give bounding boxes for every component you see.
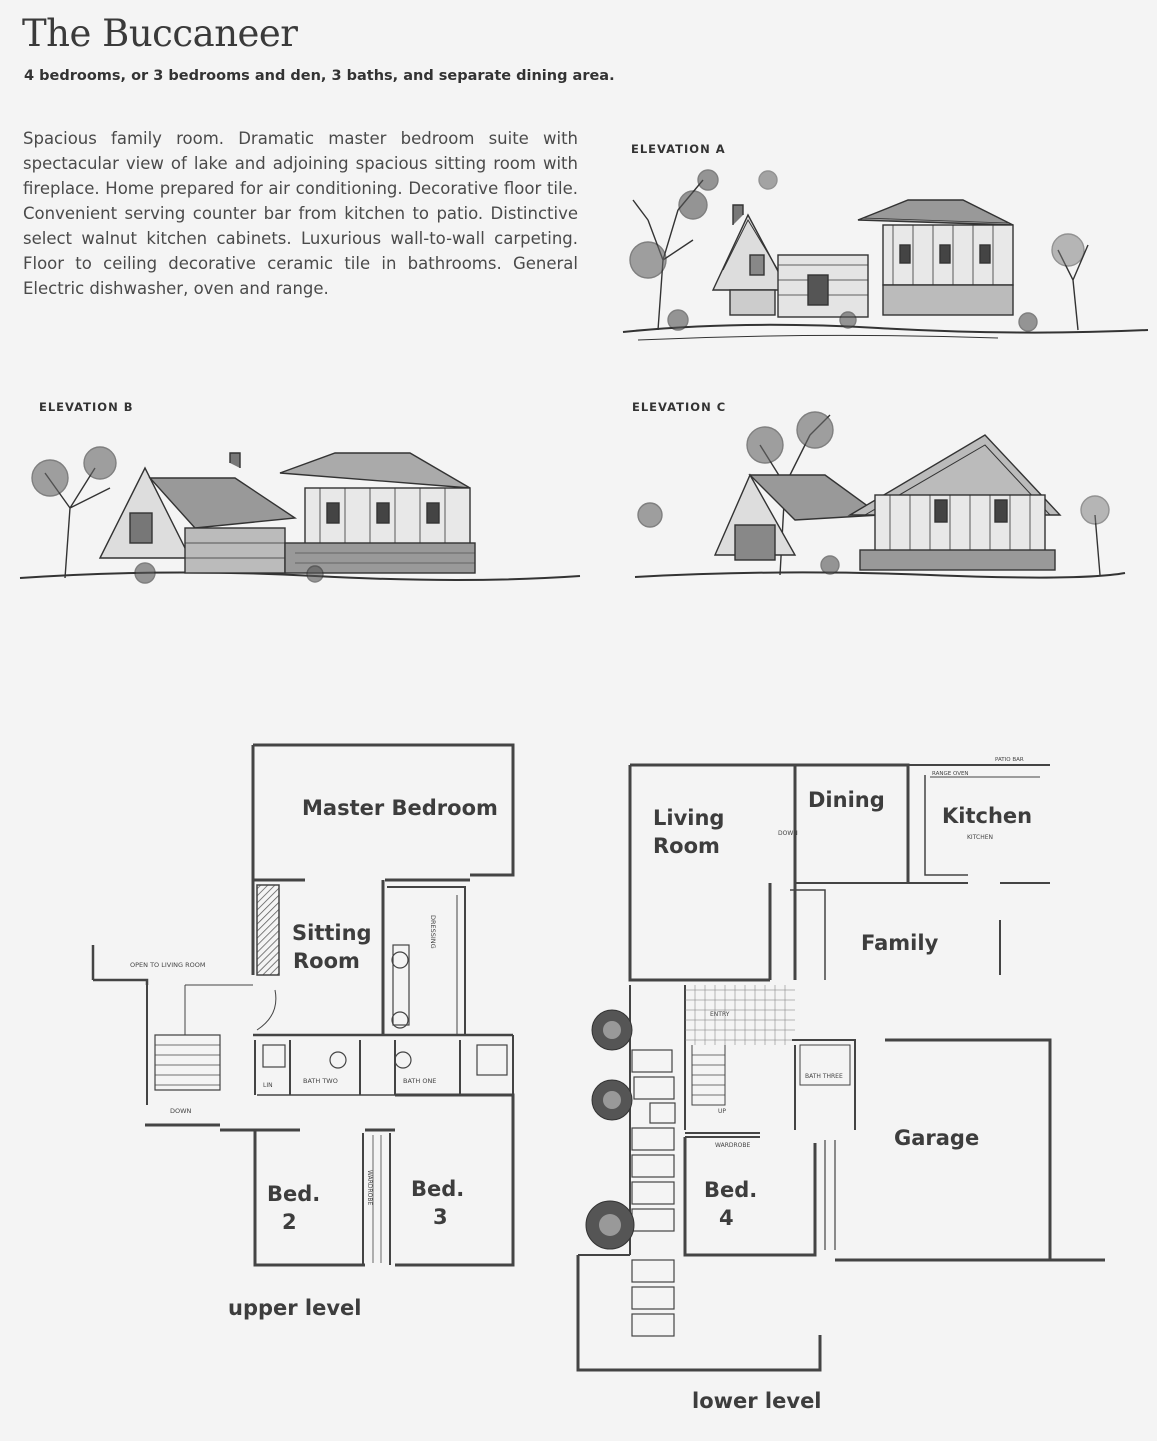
upper-down-label: DOWN xyxy=(170,1107,192,1115)
elevation-c-sketch xyxy=(634,411,1126,579)
kitchen-label: Kitchen xyxy=(942,804,1032,828)
bath-two-label: BATH TWO xyxy=(303,1077,338,1085)
lower-down-label: DOWN xyxy=(778,830,798,837)
elevation-b-sketch xyxy=(19,446,581,584)
patio-bar-label: PATIO BAR xyxy=(995,757,1024,763)
range-oven-label: RANGE OVEN xyxy=(932,771,969,777)
elevation-a-label: ELEVATION A xyxy=(631,142,726,156)
family-label: Family xyxy=(861,931,939,955)
open-to-living-room-label: OPEN TO LIVING ROOM xyxy=(130,961,205,969)
living-room-label-1: Living xyxy=(653,806,724,830)
living-room-label-2: Room xyxy=(653,834,720,858)
bath-one-label: BATH ONE xyxy=(403,1077,436,1085)
bed-2-label-2: 2 xyxy=(282,1210,297,1234)
bed-3-label-2: 3 xyxy=(433,1205,448,1229)
garage-label: Garage xyxy=(894,1126,979,1150)
description-paragraph: Spacious family room. Dramatic master be… xyxy=(23,129,578,298)
upper-linen-label: LIN xyxy=(263,1082,273,1089)
upper-level-floor-plan: Master Bedroom Sitting Room Bed. 2 Bed. … xyxy=(91,743,515,1267)
kitchen-small-label: KITCHEN xyxy=(967,834,993,841)
bed-4-label-2: 4 xyxy=(719,1206,734,1230)
page-subtitle: 4 bedrooms, or 3 bedrooms and den, 3 bat… xyxy=(24,68,615,84)
elevation-c-label: ELEVATION C xyxy=(632,400,727,414)
bath-three-label: BATH THREE xyxy=(805,1073,843,1080)
lower-level-label: lower level xyxy=(692,1389,822,1413)
sitting-room-label-1: Sitting xyxy=(292,921,372,945)
dining-label: Dining xyxy=(808,788,885,812)
master-bedroom-label: Master Bedroom xyxy=(302,796,498,820)
lower-wardrobe-label: WARDROBE xyxy=(715,1142,751,1149)
bed-4-label-1: Bed. xyxy=(704,1178,757,1202)
elevation-b-label: ELEVATION B xyxy=(39,400,134,414)
bed-3-label-1: Bed. xyxy=(411,1177,464,1201)
upper-level-label: upper level xyxy=(228,1296,362,1320)
page-title: The Buccaneer xyxy=(22,12,298,55)
entry-label: ENTRY xyxy=(710,1011,730,1018)
sitting-room-label-2: Room xyxy=(293,949,360,973)
lower-level-floor-plan: Living Room Dining Kitchen Family Garage… xyxy=(576,757,1105,1372)
dressing-label: DRESSING xyxy=(429,915,437,949)
lower-up-label: UP xyxy=(718,1108,726,1115)
bed-2-label-1: Bed. xyxy=(267,1182,320,1206)
elevation-a-sketch xyxy=(622,169,1149,341)
upper-wardrobe-label: WARDROBE xyxy=(366,1170,373,1206)
